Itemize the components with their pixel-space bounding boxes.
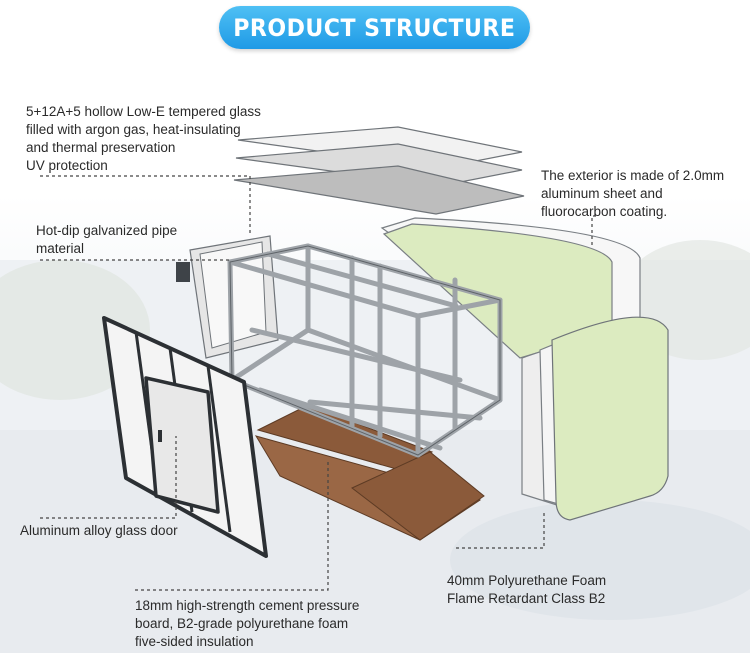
foam-label: 40mm Polyurethane Foam Flame Retardant C…: [447, 573, 607, 606]
leader-lines: [40, 175, 596, 591]
glass-door: [102, 316, 268, 558]
pipe-label: Hot-dip galvanized pipe material: [36, 223, 178, 256]
board-label: 18mm high-strength cement pressure board…: [135, 598, 360, 649]
exterior-label: The exterior is made of 2.0mm aluminum s…: [541, 168, 725, 219]
page-title: PRODUCT STRUCTURE: [233, 13, 516, 42]
title-banner: PRODUCT STRUCTURE: [219, 6, 530, 49]
door-label: Aluminum alloy glass door: [20, 523, 178, 538]
floor-boards: [254, 404, 485, 541]
foam-panels: [521, 316, 669, 521]
glass-layers: [233, 126, 525, 215]
glass-label: 5+12A+5 hollow Low-E tempered glass fill…: [26, 104, 261, 173]
